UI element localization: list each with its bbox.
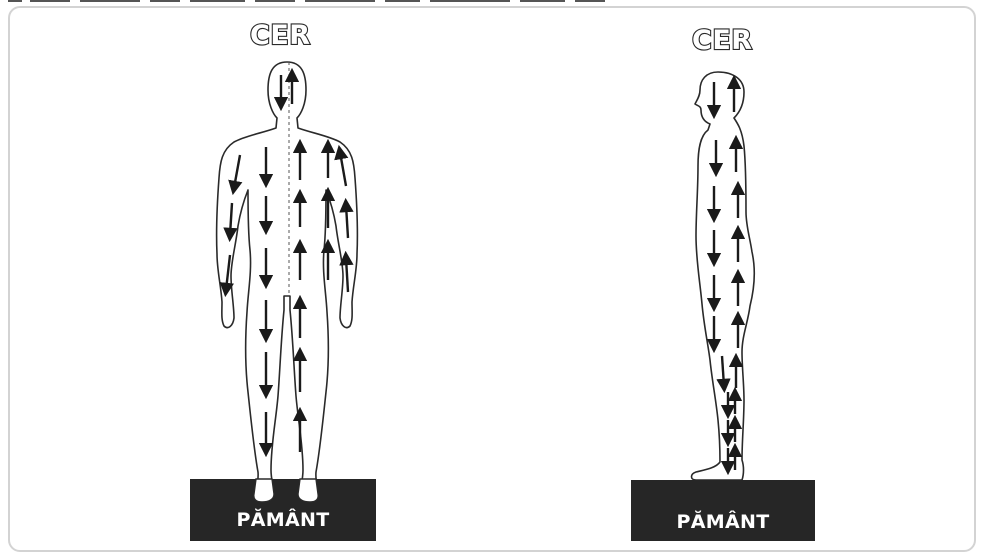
front-right-foot (298, 479, 318, 502)
front-left-foot (254, 479, 274, 502)
